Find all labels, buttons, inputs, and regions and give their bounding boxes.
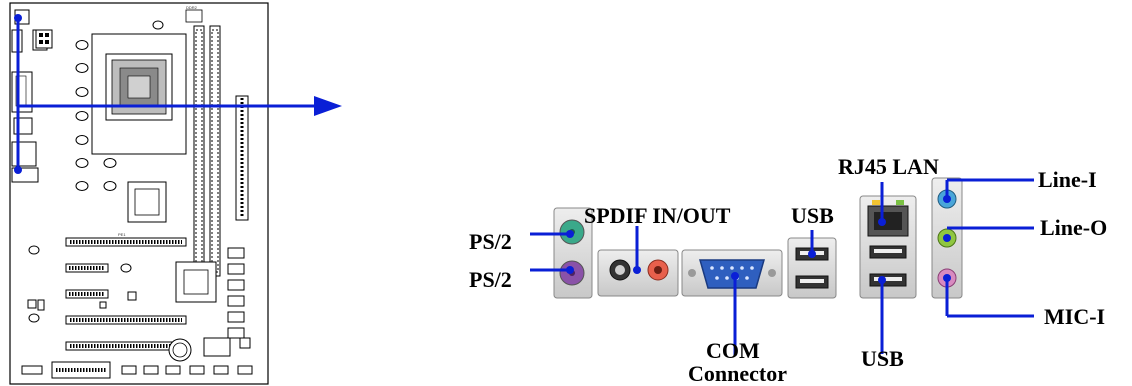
ps2-top-label: PS/2 (469, 229, 512, 254)
atx-power-connector (35, 29, 53, 49)
pcie-x16-slot: PE1 (65, 232, 187, 247)
usb-top-label: USB (791, 203, 834, 228)
svg-text:PE1: PE1 (118, 232, 126, 237)
cmos-battery (168, 338, 192, 362)
spdif-label: SPDIF IN/OUT (584, 203, 731, 228)
pointer-dots (566, 195, 951, 284)
board-pointer (14, 14, 342, 174)
misc-headers (21, 299, 253, 379)
io-panel (553, 177, 963, 299)
ps2-bottom-label: PS/2 (469, 267, 512, 292)
rj45-lan-label: RJ45 LAN (838, 154, 939, 179)
sata-connectors (227, 247, 245, 339)
com-connector-label: Connector (688, 361, 787, 386)
pointer-lines (530, 178, 1034, 356)
capacitors (28, 20, 164, 323)
motherboard-layout: DDR2 PE1 (9, 2, 342, 385)
pcie-x1-slots (65, 263, 137, 301)
com-label: COM (706, 338, 760, 363)
line-in-label: Line-I (1038, 167, 1097, 192)
mic-in-label: MIC-I (1044, 304, 1105, 329)
chipset (127, 181, 217, 303)
arrow-right-icon (314, 96, 342, 116)
svg-text:DDR2: DDR2 (186, 5, 198, 10)
line-out-label: Line-O (1040, 215, 1107, 240)
atx-24pin (235, 95, 249, 221)
board-rear-io (11, 9, 48, 183)
usb-bottom-label: USB (861, 346, 904, 371)
